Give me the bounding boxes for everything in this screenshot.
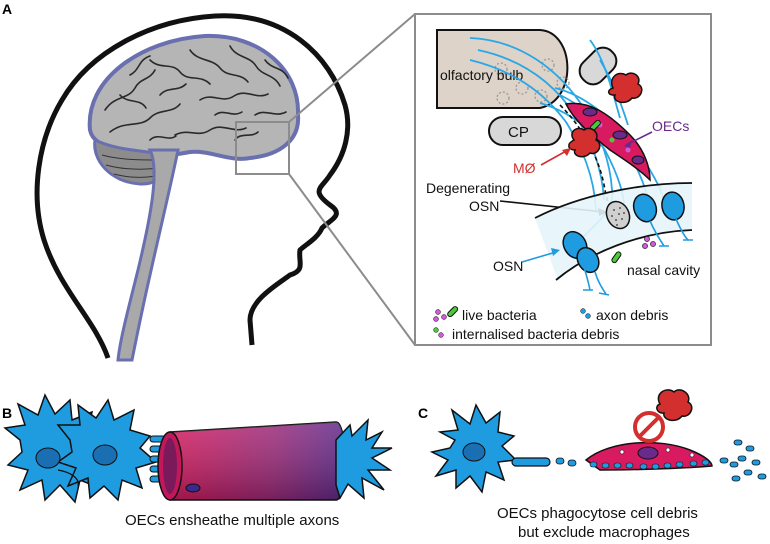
neuron-cluster-left — [3, 393, 158, 504]
macrophage-c — [656, 389, 693, 422]
label-degenerating-line1: Degenerating — [426, 180, 510, 196]
panel-label-c: C — [418, 405, 428, 421]
oecs-arrowhead — [624, 140, 632, 148]
bacteria-cluster — [642, 236, 656, 249]
zoom-line-top — [288, 13, 416, 123]
macrophage-arrow — [540, 149, 569, 166]
panel-label-b: B — [2, 405, 12, 421]
brain — [87, 33, 301, 362]
panel-label-a: A — [2, 1, 12, 17]
label-cp: CP — [508, 124, 529, 141]
live-bacterium — [611, 251, 622, 264]
label-degenerating-line2: OSN — [469, 198, 499, 214]
osn-arrow — [521, 251, 557, 263]
caption-b: OECs ensheathe multiple axons — [125, 512, 339, 529]
legend-live-bacteria: live bacteria — [462, 307, 537, 323]
oec-sheath — [157, 421, 346, 501]
caption-c-line2: but exclude macrophages — [518, 524, 690, 541]
legend-axon-debris: axon debris — [596, 307, 668, 323]
label-osn: OSN — [493, 258, 523, 274]
macrophage-arrowhead — [562, 148, 571, 156]
olfactory-bulb: olfactory bulb — [436, 29, 570, 109]
caption-c-line1: OECs phagocytose cell debris — [497, 505, 698, 522]
legend-live-bacteria-icon — [433, 306, 459, 322]
osn-cells — [562, 191, 693, 296]
osn-arrowhead — [551, 248, 560, 256]
cribriform-plate: CP — [488, 116, 562, 146]
macrophage — [568, 127, 601, 158]
zoom-line-bottom — [288, 173, 416, 346]
legend: live bacteria axon debris internalised b… — [433, 306, 668, 342]
zoom-region-box — [235, 121, 290, 175]
legend-internalised-debris-icon — [433, 327, 444, 338]
neuron-c — [429, 403, 551, 494]
label-nasal-cavity: nasal cavity — [627, 262, 700, 278]
prohibited-icon — [633, 411, 665, 443]
head-silhouette — [34, 13, 351, 359]
macrophage — [607, 72, 643, 104]
label-oecs: OECs — [652, 118, 689, 134]
axon-terminals-right — [335, 417, 393, 500]
legend-axon-debris-icon — [580, 308, 591, 319]
oec-phagocytosing — [584, 441, 713, 471]
legend-internalised-debris: internalised bacteria debris — [452, 326, 619, 342]
axon-debris-c — [555, 439, 767, 482]
label-macrophage: MØ — [513, 160, 536, 176]
